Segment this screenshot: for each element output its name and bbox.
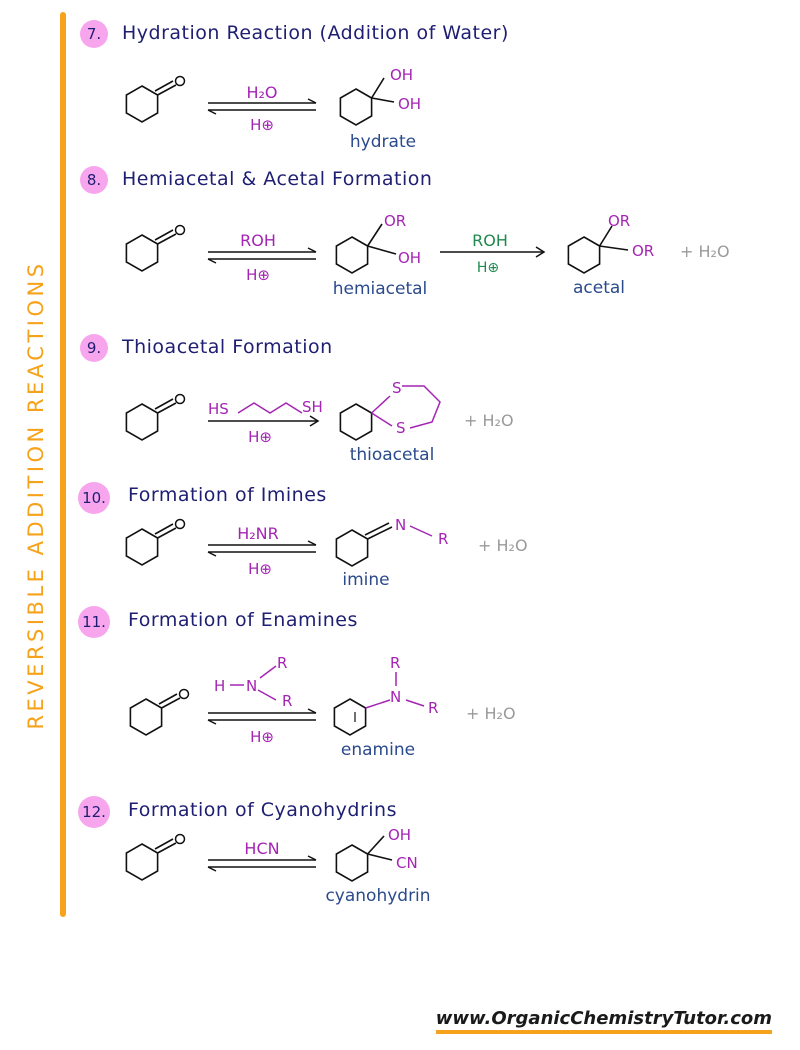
section-11-number-badge: 11. [78,606,110,638]
amine-r-top: R [277,654,287,672]
cyanohydrin-group-top: OH [388,826,411,844]
orange-vertical-bar [60,12,66,917]
section-7-number-badge: 7. [80,20,108,48]
product-label-8: acetal [573,278,625,298]
side-product-11: + H₂O [466,704,516,723]
hemiacetal-group-right: OH [398,249,421,267]
thioacetal-molecule [339,385,441,441]
website-footer: www.OrganicChemistryTutor.com [435,1008,772,1034]
section-8-reaction: ROH H⊕ OR OH hemiacetal ROH H⊕ OR OR [125,212,730,299]
dithiol-reagent [237,402,303,414]
side-product-9: + H₂O [464,411,514,430]
forward-arrow-9 [208,415,320,427]
section-7-title: Hydration Reaction (Addition of Water) [122,22,509,44]
hydrate-group-top: OH [390,66,413,84]
product-label-10: imine [342,570,389,590]
reagent-top-7: H₂O [246,83,277,102]
section-10-reaction: H₂NR H⊕ N R imine + H₂O [125,516,528,590]
equilibrium-arrows-8 [207,247,317,264]
reagent-bottom-9: H⊕ [248,428,272,446]
reagent-bottom-11: H⊕ [250,728,274,746]
cyclohexanone-7 [125,75,186,123]
section-10-number-badge: 10. [78,482,110,514]
hydrate-molecule [339,77,395,126]
reagent-bottom-7: H⊕ [250,116,274,134]
enamine-r-right: R [428,699,438,717]
hemiacetal-group-top: OR [384,212,406,230]
acetal-molecule [567,225,629,274]
hemiacetal-molecule [335,223,397,274]
section-9-number-badge: 9. [80,334,108,362]
enamine-r-top: R [390,654,400,672]
section-12-number-badge: 12. [78,796,110,828]
cyclohexanone-12 [125,833,186,881]
equilibrium-arrows-12 [207,855,317,872]
amine-r-bottom: R [282,692,292,710]
cyanohydrin-group-right: CN [396,854,418,872]
section-8-title: Hemiacetal & Acetal Formation [122,168,433,190]
acetal-group-right: OR [632,242,654,260]
second-reagent-bottom-8: H⊕ [477,260,499,276]
section-11-reaction: H N R R H⊕ R N R enamine + H₂O [129,654,516,760]
side-product-10: + H₂O [478,536,528,555]
product-label-12: cyanohydrin [325,886,430,906]
product-label-7: hydrate [350,132,416,152]
thioacetal-sulfur-top: S [392,379,402,397]
imine-r-group: R [438,530,448,548]
product-label-11: enamine [341,740,415,760]
section-8-number-badge: 8. [80,166,108,194]
cyclohexanone-11 [129,688,190,736]
side-product-8: + H₂O [680,242,730,261]
enamine-molecule [333,672,425,736]
section-9-title: Thioacetal Formation [122,336,333,358]
reagent-bottom-8: H⊕ [246,266,270,284]
second-reagent-top-8: ROH [472,231,508,250]
reagent-top-left-9: HS [208,400,229,418]
amine-hydrogen: H [214,677,225,695]
section-7-reaction: H₂O H⊕ OH OH hydrate [125,66,421,152]
cyclohexanone-10 [125,518,186,566]
section-10-title: Formation of Imines [128,484,327,506]
imine-molecule [335,522,433,567]
section-12-reaction: HCN OH CN cyanohydrin [125,826,431,906]
section-9-reaction: HS SH H⊕ S S thioacetal + H₂O [125,379,514,465]
equilibrium-arrows-7 [207,98,317,115]
enamine-nitrogen: N [390,688,401,706]
section-12-title: Formation of Cyanohydrins [128,799,397,821]
reagent-top-right-9: SH [302,398,323,416]
secondary-amine-reagent [230,665,277,701]
reagent-top-8: ROH [240,231,276,250]
section-11-title: Formation of Enamines [128,609,358,631]
equilibrium-arrows-10 [207,540,317,557]
thioacetal-sulfur-bottom: S [396,419,406,437]
imine-nitrogen: N [395,516,406,534]
product-label-9: thioacetal [350,445,435,465]
reagent-top-10: H₂NR [237,524,279,543]
intermediate-label-8: hemiacetal [333,279,428,299]
cyclohexanone-9 [125,393,186,441]
cyanohydrin-molecule [335,835,393,882]
reagent-top-12: HCN [244,839,279,858]
acetal-group-top: OR [608,212,630,230]
reagent-bottom-10: H⊕ [248,560,272,578]
equilibrium-arrows-11 [207,708,317,725]
amine-nitrogen: N [246,677,257,695]
hydrate-group-right: OH [398,95,421,113]
forward-arrow-8 [440,246,546,258]
cyclohexanone-8 [125,224,186,272]
